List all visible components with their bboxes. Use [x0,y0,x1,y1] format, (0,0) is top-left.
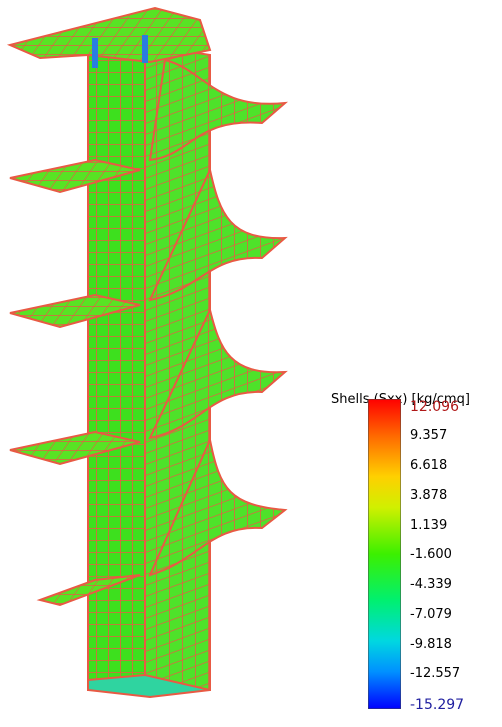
column-base [87,673,211,699]
legend-tick: -12.557 [410,666,461,681]
floor-slab-1 [9,58,289,194]
floor-slab-3 [9,307,288,466]
legend-tick: 6.618 [410,458,448,473]
legend-tick: 3.878 [410,488,448,503]
legend-tick-max: 12.096 [410,399,459,415]
top-cap [6,6,212,68]
floor-slab-2 [9,166,288,329]
legend-color-bar [368,399,401,709]
legend-tick: -4.339 [410,577,452,592]
legend-tick: 9.357 [410,428,448,443]
legend-tick: -7.079 [410,607,452,622]
legend-tick: 1.139 [410,518,448,533]
floor-slab-4 [36,436,288,607]
legend-tick-min: -15.297 [410,697,465,713]
blue-stress-spot [142,35,148,63]
blue-stress-spot [92,38,98,68]
legend-tick: -9.818 [410,637,452,652]
legend-tick: -1.600 [410,547,452,562]
